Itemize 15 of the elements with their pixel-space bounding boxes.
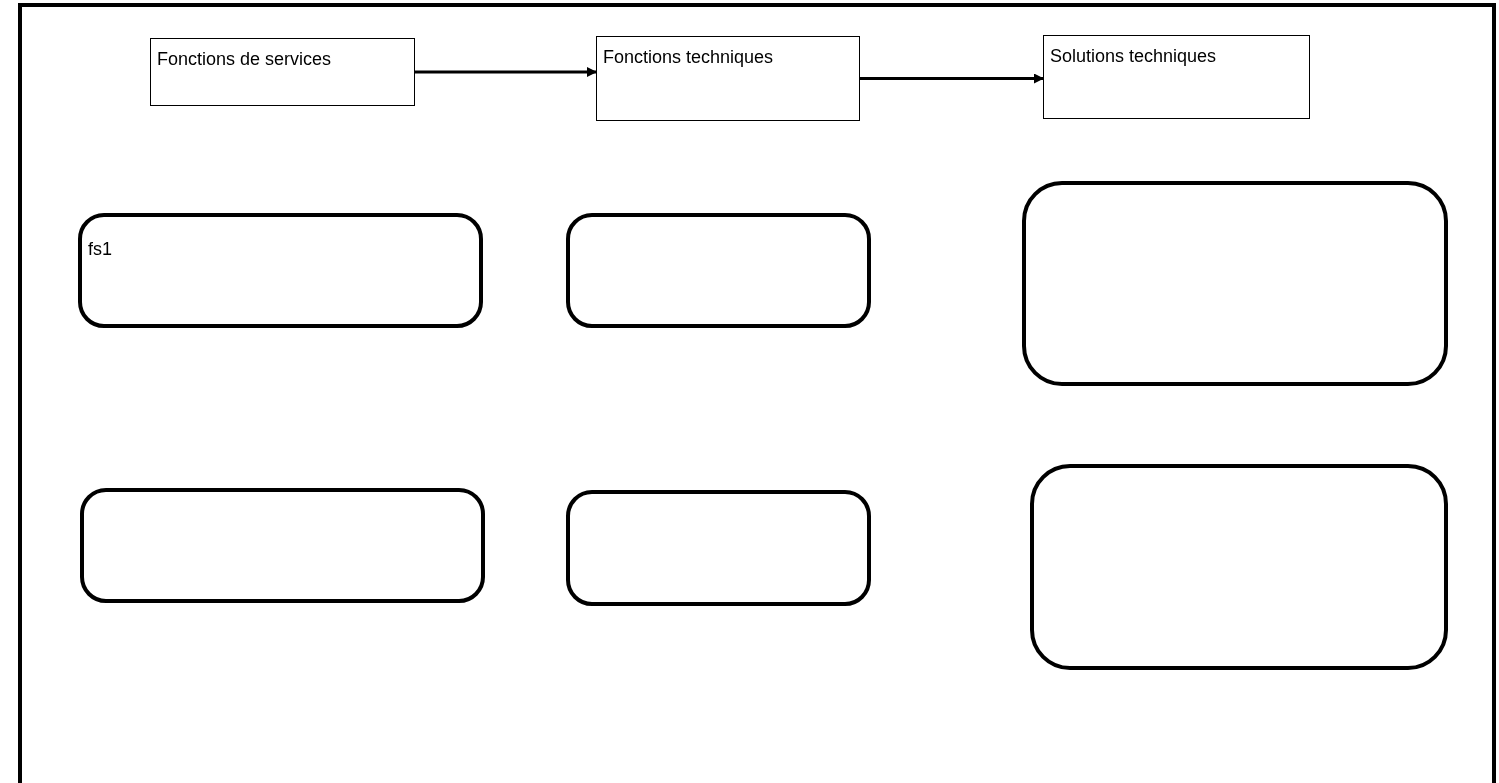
box-text: Fonctions de services — [157, 49, 332, 70]
rounded-box — [78, 213, 483, 328]
rounded-box — [566, 490, 871, 606]
box-text: Fonctions techniques — [603, 47, 774, 68]
box-text: Solutions techniques — [1050, 46, 1217, 67]
box-text: fs1 — [88, 239, 112, 260]
heading-box — [596, 36, 860, 121]
rounded-box — [80, 488, 485, 603]
rounded-box — [1030, 464, 1448, 670]
rounded-box — [566, 213, 871, 328]
arrow — [415, 67, 597, 77]
arrow — [860, 73, 1044, 84]
heading-box — [1043, 35, 1310, 119]
heading-box — [150, 38, 415, 106]
rounded-box — [1022, 181, 1448, 386]
